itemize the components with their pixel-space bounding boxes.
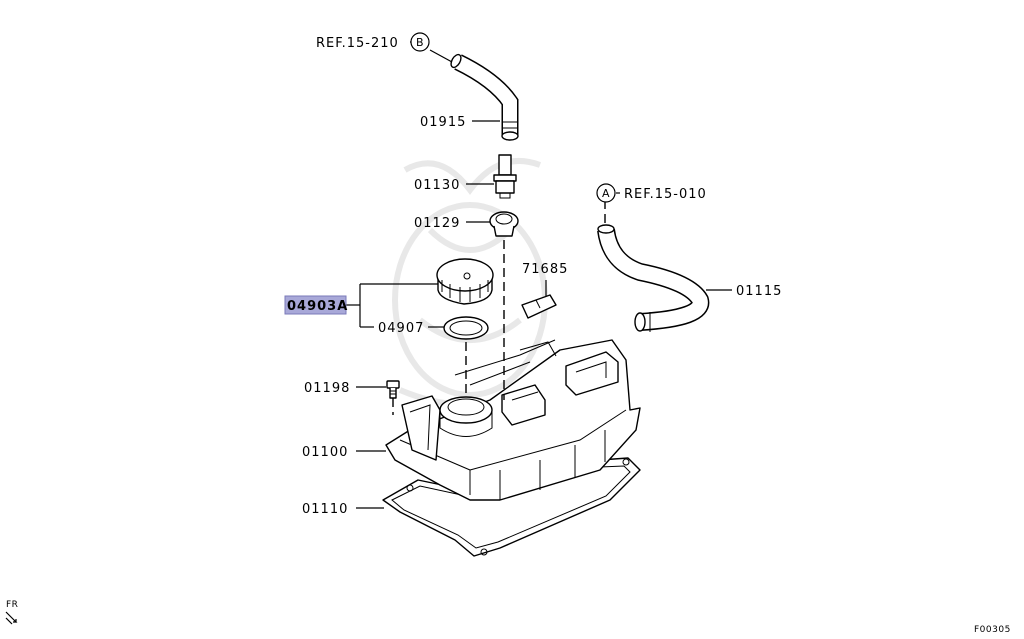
ref-circle-a <box>596 183 616 203</box>
part-label-01115[interactable]: 01115 <box>736 284 782 299</box>
ref-label-a[interactable]: REF.15-010 <box>624 187 707 202</box>
o-ring-04907[interactable] <box>443 316 489 340</box>
front-label: FR <box>6 600 18 610</box>
leader-lines <box>346 41 732 509</box>
hose-01915[interactable] <box>449 53 519 141</box>
bolt-01198[interactable] <box>386 380 400 399</box>
part-label-01130[interactable]: 01130 <box>414 178 460 193</box>
part-label-01198[interactable]: 01198 <box>304 381 350 396</box>
assembly-centerlines <box>392 200 606 415</box>
fitting-01130[interactable] <box>493 154 517 199</box>
grommet-01129[interactable] <box>489 211 519 237</box>
label-plate-71685[interactable] <box>521 294 557 319</box>
ref-circle-a-letter: A <box>602 187 610 200</box>
filler-cap-04903a[interactable] <box>436 258 494 305</box>
part-label-01915[interactable]: 01915 <box>420 115 466 130</box>
ref-circle-b-letter: B <box>416 36 424 49</box>
part-label-01129[interactable]: 01129 <box>414 216 460 231</box>
part-label-04907[interactable]: 04907 <box>378 321 424 336</box>
figure-code: F00305 <box>974 625 1011 634</box>
part-label-04903a[interactable]: 04903A <box>287 299 348 314</box>
highlight-04903a <box>284 295 347 315</box>
hose-01115[interactable] <box>597 224 710 332</box>
part-label-01100[interactable]: 01100 <box>302 445 348 460</box>
ref-circle-b <box>410 32 430 52</box>
front-arrow-icon <box>5 611 18 625</box>
part-label-71685[interactable]: 71685 <box>522 262 568 277</box>
ref-label-b[interactable]: REF.15-210 <box>316 36 399 51</box>
part-label-01110[interactable]: 01110 <box>302 502 348 517</box>
cover-body-01100[interactable] <box>385 339 641 501</box>
